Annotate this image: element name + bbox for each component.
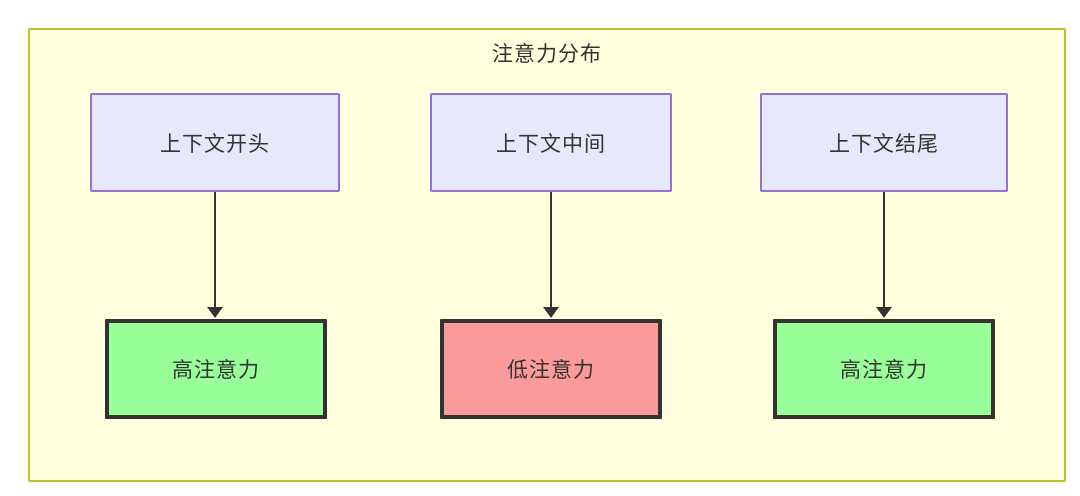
attention-distribution-subgraph: 注意力分布 上下文开头 上下文中间 上下文结尾 高注意力 低注意力 高注意力 bbox=[28, 28, 1066, 482]
arrow-line-end-to-high bbox=[883, 192, 885, 307]
node-context-end-label: 上下文结尾 bbox=[829, 132, 939, 156]
subgraph-title: 注意力分布 bbox=[492, 43, 602, 66]
node-high-attention-end[interactable]: 高注意力 bbox=[773, 319, 995, 419]
node-low-attention-middle-label: 低注意力 bbox=[507, 359, 595, 382]
node-high-attention-end-label: 高注意力 bbox=[840, 359, 928, 382]
arrow-head-start-to-high bbox=[207, 307, 223, 318]
node-low-attention-middle[interactable]: 低注意力 bbox=[440, 319, 662, 419]
node-context-end[interactable]: 上下文结尾 bbox=[760, 93, 1008, 192]
node-high-attention-start-label: 高注意力 bbox=[172, 359, 260, 382]
node-context-middle-label: 上下文中间 bbox=[496, 132, 606, 156]
node-context-middle[interactable]: 上下文中间 bbox=[430, 93, 672, 192]
arrow-head-middle-to-low bbox=[543, 307, 559, 318]
arrow-line-start-to-high bbox=[214, 192, 216, 307]
arrow-line-middle-to-low bbox=[550, 192, 552, 307]
arrow-head-end-to-high bbox=[876, 307, 892, 318]
node-context-start[interactable]: 上下文开头 bbox=[90, 93, 340, 192]
node-high-attention-start[interactable]: 高注意力 bbox=[105, 319, 327, 419]
node-context-start-label: 上下文开头 bbox=[160, 132, 270, 156]
